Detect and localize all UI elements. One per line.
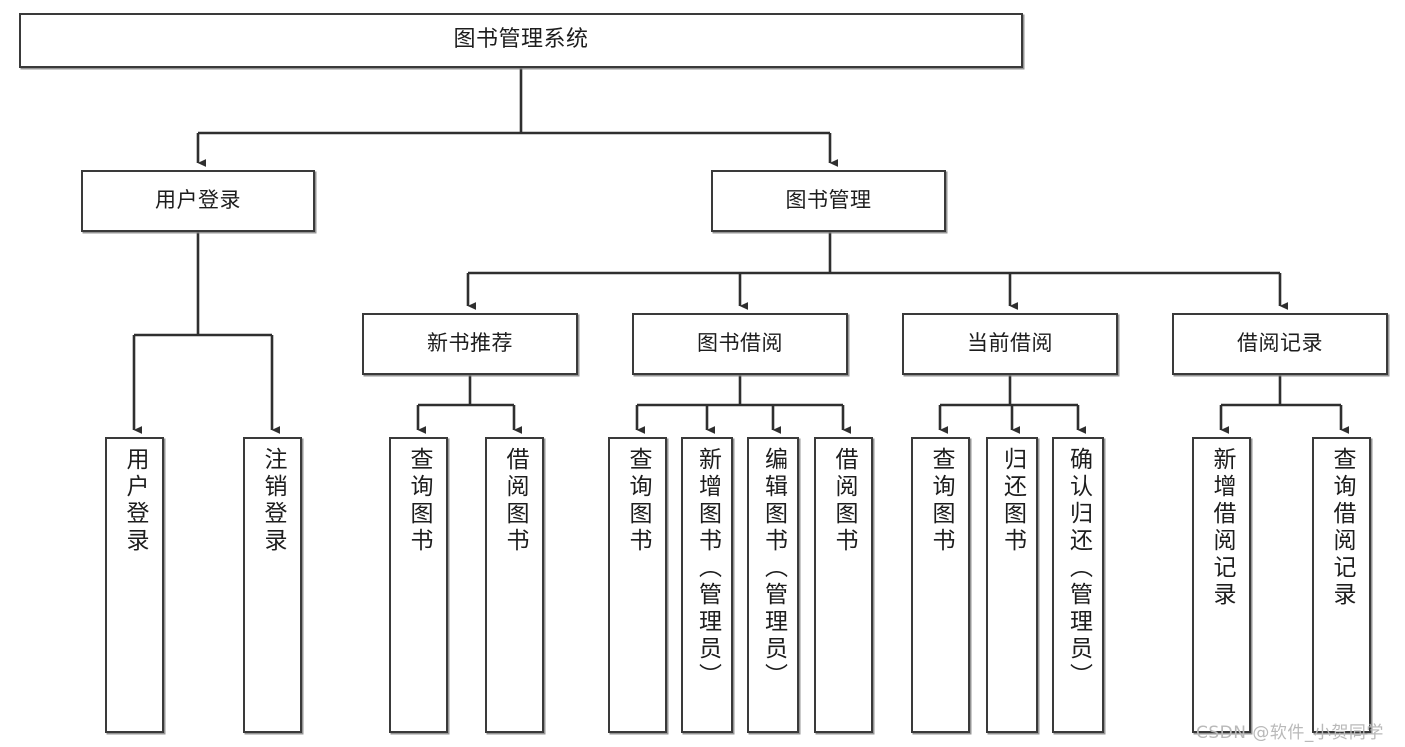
node-book-borrow-label: 图书借阅: [697, 331, 783, 356]
node-leaf-borrow-book-recommend-label: 借阅图书: [502, 447, 528, 555]
node-leaf-borrow-book-label: 借阅图书: [831, 447, 857, 555]
node-leaf-return-book-label: 归还图书: [999, 447, 1026, 555]
node-leaf-query-book-borrow-label: 查询图书: [625, 447, 651, 555]
node-book-manage[interactable]: 图书管理: [711, 170, 946, 232]
node-borrow-record[interactable]: 借阅记录: [1172, 313, 1388, 375]
node-leaf-query-book-current[interactable]: 查询图书: [911, 437, 970, 733]
node-leaf-edit-book[interactable]: 编辑图书（管理员）: [747, 437, 799, 733]
node-leaf-query-book-borrow[interactable]: 查询图书: [608, 437, 667, 733]
node-leaf-edit-book-label: 编辑图书（管理员）: [760, 447, 787, 690]
node-leaf-query-borrow-record-label: 查询借阅记录: [1329, 447, 1355, 609]
node-current-borrow-label: 当前借阅: [967, 331, 1053, 356]
node-root-label: 图书管理系统: [453, 27, 589, 53]
node-leaf-add-book-label: 新增图书（管理员）: [694, 447, 721, 690]
node-new-book-recommend-label: 新书推荐: [427, 331, 513, 356]
node-current-borrow[interactable]: 当前借阅: [902, 313, 1118, 375]
node-leaf-user-login[interactable]: 用户登录: [105, 437, 164, 733]
node-book-manage-label: 图书管理: [785, 188, 872, 213]
node-leaf-add-book[interactable]: 新增图书（管理员）: [681, 437, 733, 733]
node-borrow-record-label: 借阅记录: [1237, 331, 1323, 356]
node-user-login[interactable]: 用户登录: [81, 170, 315, 232]
node-leaf-logout-label: 注销登录: [260, 447, 286, 555]
node-leaf-query-book-recommend[interactable]: 查询图书: [389, 437, 448, 733]
node-leaf-add-borrow-record[interactable]: 新增借阅记录: [1192, 437, 1251, 733]
node-leaf-query-borrow-record[interactable]: 查询借阅记录: [1312, 437, 1371, 733]
node-leaf-logout[interactable]: 注销登录: [243, 437, 302, 733]
watermark: CSDN @软件_小贺同学: [1196, 723, 1384, 743]
node-leaf-confirm-return-label: 确认归还（管理员）: [1065, 447, 1092, 690]
node-book-borrow[interactable]: 图书借阅: [632, 313, 848, 375]
node-leaf-return-book[interactable]: 归还图书: [986, 437, 1038, 733]
node-leaf-confirm-return[interactable]: 确认归还（管理员）: [1052, 437, 1104, 733]
node-leaf-borrow-book[interactable]: 借阅图书: [814, 437, 873, 733]
node-leaf-borrow-book-recommend[interactable]: 借阅图书: [485, 437, 544, 733]
node-root[interactable]: 图书管理系统: [19, 13, 1023, 68]
node-new-book-recommend[interactable]: 新书推荐: [362, 313, 578, 375]
node-leaf-query-book-current-label: 查询图书: [928, 447, 954, 555]
node-leaf-query-book-recommend-label: 查询图书: [406, 447, 432, 555]
node-user-login-label: 用户登录: [155, 188, 241, 213]
node-leaf-add-borrow-record-label: 新增借阅记录: [1209, 447, 1235, 609]
node-leaf-user-login-label: 用户登录: [122, 447, 148, 555]
